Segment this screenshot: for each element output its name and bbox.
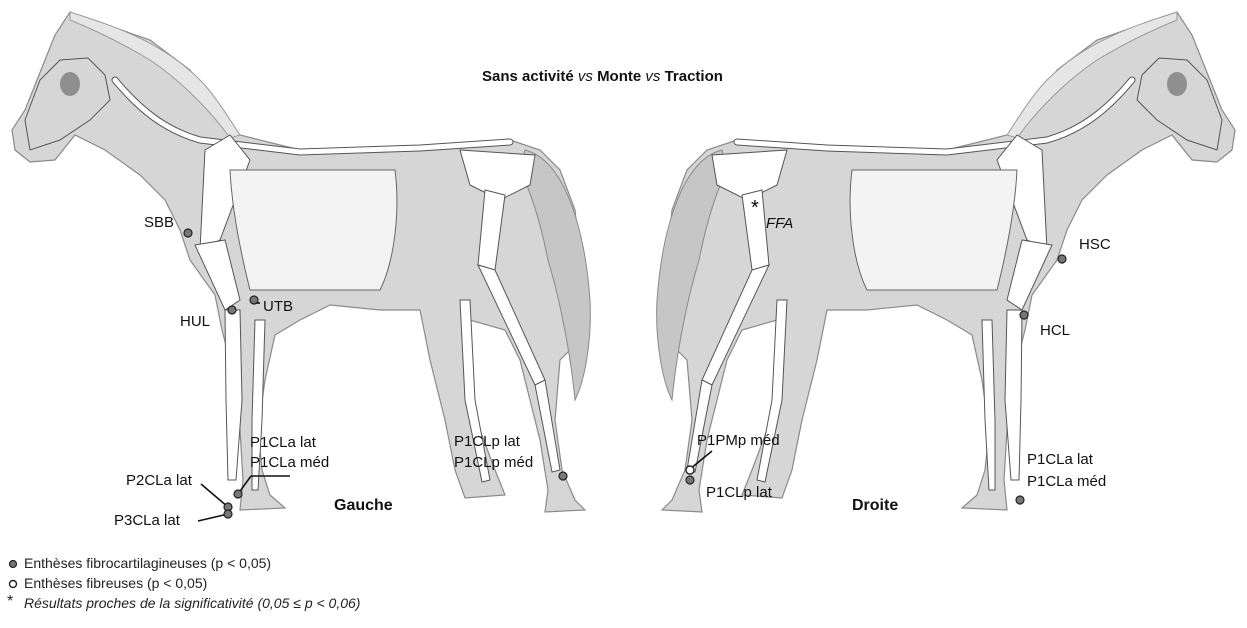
asterisk-icon: *	[7, 593, 13, 611]
label-p1cla-med-right: P1CLa méd	[1027, 473, 1106, 490]
title-part-3: Traction	[665, 68, 723, 85]
marker-p1cla-right	[1016, 496, 1024, 504]
title-part-1: Sans activité	[482, 68, 574, 85]
label-p3cla-lat: P3CLa lat	[114, 512, 180, 529]
marker-p3cla	[224, 510, 232, 518]
label-hsc: HSC	[1079, 236, 1111, 253]
label-ffa: FFA	[766, 215, 793, 232]
label-hul: HUL	[180, 313, 210, 330]
marker-p1pmp	[686, 466, 694, 474]
asterisk-ffa: *	[751, 197, 759, 219]
marker-sbb	[184, 229, 192, 237]
figure-title: Sans activité vs Monte vs Traction	[482, 68, 723, 85]
legend-item-fibrocartilaginous: Enthèses fibrocartilagineuses (p < 0,05)	[24, 555, 271, 571]
label-p2cla-lat: P2CLa lat	[126, 472, 192, 489]
marker-utb	[250, 296, 258, 304]
label-p1pmp-med: P1PMp méd	[697, 432, 780, 449]
label-hcl: HCL	[1040, 322, 1070, 339]
legend-item-near-significance: Résultats proches de la significativité …	[24, 595, 360, 611]
label-p1cla-lat: P1CLa lat	[250, 434, 316, 451]
marker-hsc	[1058, 255, 1066, 263]
filled-circle-icon	[8, 559, 18, 569]
label-p1cla-lat-right: P1CLa lat	[1027, 451, 1093, 468]
title-vs-1: vs	[578, 68, 593, 85]
marker-p1clp-left	[559, 472, 567, 480]
marker-hul	[228, 306, 236, 314]
marker-hcl	[1020, 311, 1028, 319]
open-circle-icon	[8, 579, 18, 589]
label-sbb: SBB	[144, 214, 174, 231]
label-p1clp-lat-right: P1CLp lat	[706, 484, 772, 501]
legend-item-fibrous: Enthèses fibreuses (p < 0,05)	[24, 575, 207, 591]
label-utb: UTB	[263, 298, 293, 315]
label-p1clp-med: P1CLp méd	[454, 454, 533, 471]
title-vs-2: vs	[645, 68, 660, 85]
marker-p1clp-right	[686, 476, 694, 484]
side-label-right: Droite	[852, 497, 898, 515]
marker-p1cla	[234, 490, 242, 498]
side-label-left: Gauche	[334, 497, 393, 515]
title-part-2: Monte	[597, 68, 641, 85]
label-p1cla-med: P1CLa méd	[250, 454, 329, 471]
label-p1clp-lat: P1CLp lat	[454, 433, 520, 450]
